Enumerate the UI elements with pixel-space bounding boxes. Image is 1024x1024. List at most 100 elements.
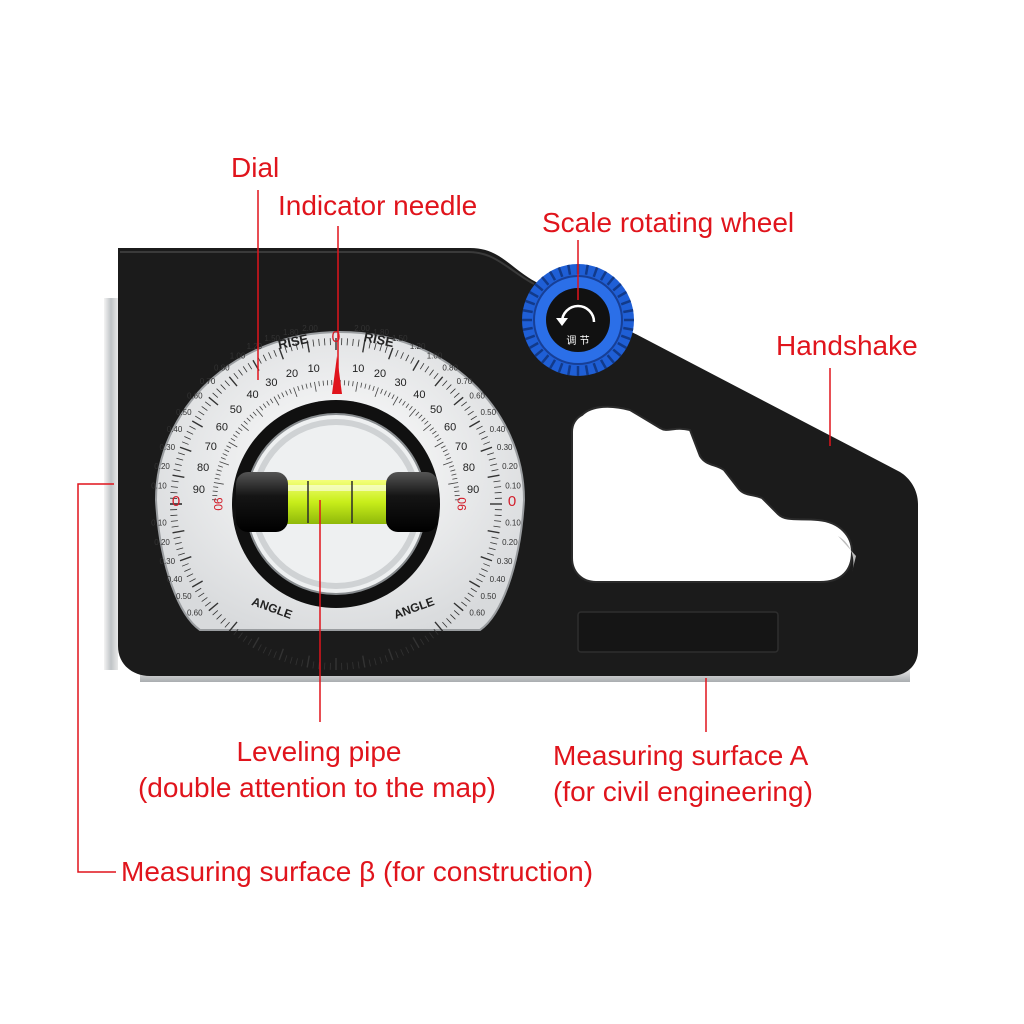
- dial-degree-label: 80: [463, 462, 475, 474]
- dial-inner-tick: [301, 384, 304, 390]
- dial-tick: [487, 452, 494, 456]
- dial-tick: [469, 580, 481, 588]
- wheel-tooth: [612, 348, 622, 357]
- dial-tick: [433, 372, 439, 379]
- dial-inner-tick: [405, 403, 410, 408]
- dial-tick: [176, 547, 184, 551]
- dial-tick: [295, 658, 298, 666]
- wheel-tooth: [524, 299, 536, 306]
- dial-inner-tick: [249, 414, 254, 419]
- dial-tick: [410, 644, 415, 651]
- dial-tick: [491, 536, 499, 539]
- dial-inner-tick: [314, 381, 317, 392]
- callout-handshake: Handshake: [776, 330, 918, 361]
- dial-inner-tick: [355, 381, 358, 392]
- dial-tick: [483, 441, 491, 445]
- leader-surface-beta: [77, 483, 116, 873]
- wheel-tooth: [522, 326, 533, 331]
- callout-leveling-pipe-line2: (double attention to the map): [137, 772, 496, 803]
- wheel-tooth: [557, 266, 564, 278]
- callout-surface-a-line1: Measuring surface A: [553, 740, 809, 771]
- dial-rise-label: 0.30: [160, 443, 176, 452]
- dial-tick: [446, 384, 452, 390]
- dial-inner-tick: [215, 473, 221, 476]
- dial-tick: [242, 366, 248, 373]
- dial-tick: [224, 380, 230, 387]
- dial-tick: [212, 392, 219, 398]
- wheel-tooth: [557, 362, 564, 374]
- dial-rise-label: 0.60: [469, 392, 485, 401]
- wheel-tooth: [606, 354, 615, 364]
- dial-tick: [487, 474, 500, 478]
- dial-degree-label: 40: [413, 389, 425, 401]
- wheel-tooth: [606, 276, 615, 286]
- dial-rise-label: 0.70: [457, 377, 473, 386]
- dial-tick: [467, 410, 474, 416]
- dial-rise-label: 2.00: [302, 324, 318, 333]
- dial-tick: [352, 338, 354, 346]
- dial-tick: [179, 556, 192, 562]
- dial-inner-tick: [212, 490, 218, 492]
- dial-tick: [171, 480, 179, 483]
- dial-inner-tick: [432, 430, 437, 435]
- dial-tick: [208, 602, 219, 612]
- dial-inner-tick: [277, 394, 281, 400]
- dial-tick: [195, 415, 202, 421]
- dial-degree-label: 60: [444, 421, 456, 433]
- dial-tick: [374, 342, 377, 350]
- dial-inner-tick: [352, 381, 354, 387]
- dial-tick: [238, 632, 243, 639]
- dial-tick: [464, 597, 471, 602]
- scale-rotating-wheel[interactable]: 调 节: [522, 264, 634, 376]
- dial-degree-label: 20: [374, 368, 386, 380]
- dial-tick: [181, 563, 189, 567]
- dial-rise-label: 1.20: [410, 342, 426, 351]
- dial-tick: [357, 661, 360, 669]
- dial-degree-label: 60: [216, 421, 228, 433]
- dial-tick: [494, 486, 502, 488]
- dial-inner-tick: [434, 441, 444, 448]
- dial-rise-left: RISE: [277, 331, 310, 352]
- dial-rise-label: 0.30: [497, 443, 513, 452]
- dial-tick: [405, 354, 410, 362]
- dial-tick: [433, 629, 439, 636]
- dial-tick: [478, 573, 486, 578]
- dial-tick: [189, 425, 196, 430]
- dial-tick: [362, 340, 366, 353]
- dial-inner-tick: [360, 382, 363, 388]
- dial-degree-label: 20: [286, 368, 298, 380]
- dial-tick: [233, 629, 239, 636]
- dial-inner-tick: [372, 385, 375, 391]
- dial-rise-label: 1.80: [283, 328, 299, 337]
- callout-leveling-pipe-line1: Leveling pipe: [236, 736, 402, 767]
- wheel-tooth: [623, 326, 634, 331]
- wheel-tooth: [541, 276, 550, 286]
- dial-degree-label: 70: [205, 441, 217, 453]
- dial-tick: [379, 656, 383, 664]
- dial-tick: [170, 520, 178, 522]
- dial-tick: [395, 349, 399, 357]
- dial-tick: [172, 530, 185, 534]
- dial-inner-tick: [266, 400, 270, 406]
- dial-tick: [481, 436, 488, 440]
- dial-tick: [467, 592, 474, 598]
- dial-rise-label: 0.50: [480, 408, 496, 417]
- dial-tick: [368, 659, 371, 667]
- dial-inner-tick: [297, 385, 300, 391]
- dial-zero-left: 0: [172, 493, 180, 510]
- dial-tick: [171, 525, 179, 528]
- dial-lower-label: 0.50: [176, 592, 192, 601]
- dial-tick: [252, 637, 260, 649]
- dial-tick: [491, 469, 499, 472]
- dial-tick: [424, 635, 430, 642]
- dial-tick: [470, 587, 477, 593]
- dial-ninety-left: 90: [211, 497, 225, 511]
- dial-inner-tick: [429, 427, 434, 432]
- dial-inner-tick: [228, 441, 238, 448]
- dial-tick: [357, 339, 360, 347]
- dial-tick: [464, 406, 471, 411]
- dial-tick: [395, 651, 399, 659]
- dial-tick: [424, 366, 430, 373]
- wheel-tooth: [522, 309, 533, 314]
- dial-tick: [181, 441, 189, 445]
